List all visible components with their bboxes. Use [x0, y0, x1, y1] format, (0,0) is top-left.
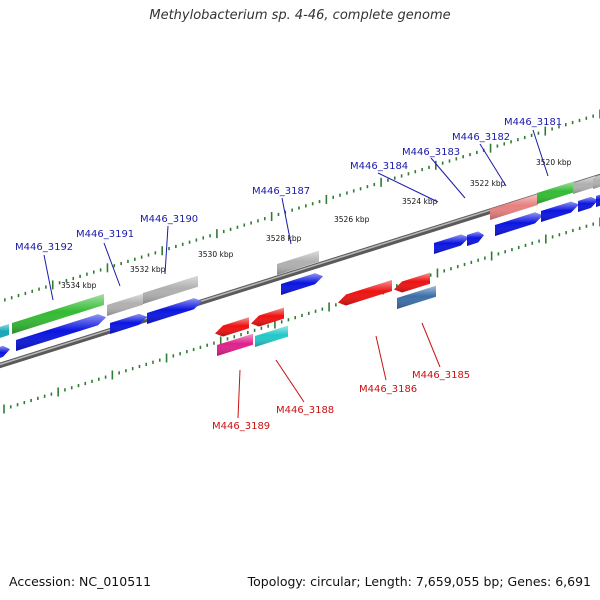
gene-feature-shading-19 [596, 194, 600, 207]
gene-feature-shading-8 [593, 175, 600, 189]
upper-gene-labels: M446_3192 M446_3191 M446_3190 M446_3187 … [15, 117, 562, 253]
gene-feature-shading-3 [143, 275, 198, 304]
gene-label-3187: M446_3187 [252, 186, 310, 197]
gene-feature-shading-6 [537, 181, 574, 204]
gene-label-3186: M446_3186 [359, 384, 417, 395]
genome-summary-text: Topology: circular; Length: 7,659,055 bp… [247, 574, 591, 589]
gene-feature-shading-4 [277, 250, 319, 275]
gene-feature-shading-1 [12, 294, 104, 334]
gene-features [0, 175, 600, 358]
upper-tick-track [4, 109, 600, 302]
upper-leader-lines [43, 129, 549, 301]
gene-label-3182: M446_3182 [452, 132, 510, 143]
gene-label-3189: M446_3189 [212, 421, 270, 432]
lower-leader-lines [237, 322, 441, 419]
leader-line-3192 [43, 254, 54, 301]
leader-line-3191 [103, 242, 121, 287]
gene-feature-shading-9 [0, 345, 10, 358]
gene-feature-shading-26 [397, 285, 436, 309]
lower-gene-labels: M446_3189 M446_3188 M446_3186 M446_3185 [212, 370, 470, 432]
gene-feature-shading-16 [495, 212, 543, 236]
gene-label-3190: M446_3190 [140, 214, 198, 225]
gene-feature-shading-25 [255, 325, 288, 347]
gene-feature-shading-14 [434, 234, 469, 254]
leader-line-3185 [421, 322, 441, 368]
gene-feature-shading-0 [0, 324, 9, 338]
gene-feature-shading-21 [251, 307, 284, 327]
gene-label-3183: M446_3183 [402, 147, 460, 158]
gene-feature-shading-2 [107, 293, 143, 316]
gene-label-3184: M446_3184 [350, 161, 408, 172]
lower-tick-track [3, 217, 600, 414]
gene-feature-shading-24 [217, 333, 253, 356]
scale-label-3532: 3532 kbp [130, 265, 166, 274]
gene-feature-shading-11 [110, 313, 147, 334]
leader-line-3189 [237, 369, 241, 419]
scale-label-3534: 3534 kbp [61, 281, 97, 290]
scale-label-3522: 3522 kbp [470, 179, 506, 188]
scale-label-3530: 3530 kbp [198, 250, 234, 259]
leader-line-3187 [281, 197, 292, 245]
scale-label-3526: 3526 kbp [334, 215, 370, 224]
leader-line-3184 [377, 172, 439, 203]
leader-line-3188 [275, 359, 305, 403]
leader-line-3183 [430, 157, 466, 199]
leader-line-3182 [479, 143, 507, 187]
scale-label-3524: 3524 kbp [402, 197, 438, 206]
leader-line-3190 [164, 225, 169, 275]
gene-label-3191: M446_3191 [76, 229, 134, 240]
accession-text: Accession: NC_010511 [9, 574, 152, 589]
gene-label-3181: M446_3181 [504, 117, 562, 128]
gene-feature-shading-18 [578, 196, 598, 212]
gene-feature-shading-20 [215, 317, 249, 337]
gene-feature-shading-23 [394, 272, 430, 293]
gene-label-3188: M446_3188 [276, 405, 334, 416]
gene-label-3192: M446_3192 [15, 242, 73, 253]
gene-feature-shading-12 [147, 298, 202, 324]
gene-feature-shading-10 [16, 314, 106, 351]
leader-line-3186 [375, 335, 387, 381]
gene-label-3185: M446_3185 [412, 370, 470, 381]
gene-feature-shading-13 [281, 273, 323, 295]
scale-label-3520: 3520 kbp [536, 158, 572, 167]
gene-feature-shading-7 [573, 176, 595, 194]
gene-feature-shading-5 [490, 193, 538, 220]
leader-line-3181 [532, 129, 549, 177]
map-title: Methylobacterium sp. 4-46, complete geno… [149, 8, 451, 23]
gene-feature-shading-15 [467, 231, 484, 246]
gene-feature-shading-17 [541, 201, 579, 222]
scale-label-3528: 3528 kbp [266, 234, 302, 243]
gene-feature-shading-22 [338, 280, 392, 306]
